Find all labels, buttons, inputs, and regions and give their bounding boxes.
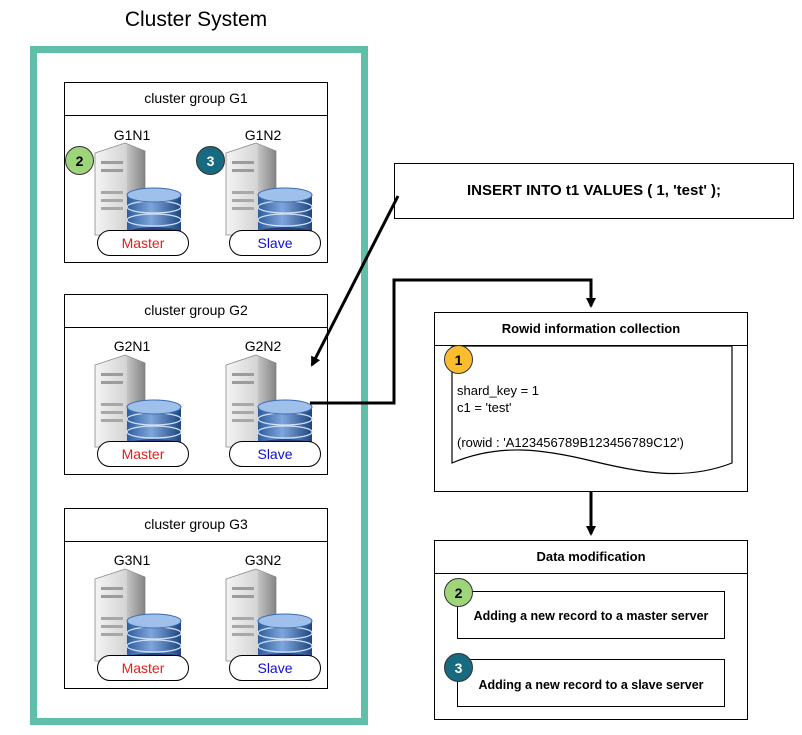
slave-role-pill: Slave [229, 441, 321, 467]
g2n2-to-rowid-arrow [310, 278, 596, 405]
slave-role-pill: Slave [229, 230, 321, 256]
slave-role-pill: Slave [229, 655, 321, 681]
master-role-pill: Master [97, 230, 189, 256]
node-label: G2N2 [244, 338, 282, 354]
data-modification-panel: Data modification Adding a new record to… [434, 540, 748, 720]
shard-key-line: shard_key = 1 [457, 383, 540, 398]
cluster-group-g2: cluster group G2 G2N1 G2N2 Master Slave [64, 294, 328, 475]
master-step-box: Adding a new record to a master server [457, 591, 725, 639]
document-shape [451, 345, 733, 475]
step-3-badge: 3 [444, 653, 473, 682]
sql-statement-box: INSERT INTO t1 VALUES ( 1, 'test' ); [394, 163, 794, 219]
rowid-line: (rowid : 'A123456789B123456789C12') [457, 435, 684, 450]
step-2-badge: 2 [444, 578, 473, 607]
master-role-pill: Master [97, 441, 189, 467]
step-1-badge: 1 [444, 345, 473, 374]
diagram-title: Cluster System [124, 8, 268, 31]
step-3-badge: 3 [196, 146, 225, 175]
node-label: G1N2 [244, 127, 282, 143]
master-role-pill: Master [97, 655, 189, 681]
node-label: G1N1 [113, 127, 151, 143]
data-panel-title: Data modification [435, 541, 747, 574]
sql-to-g2n2-arrow [310, 195, 400, 367]
cluster-group-g3: cluster group G3 G3N1 G3N2 Master Slave [64, 508, 328, 689]
rowid-panel: Rowid information collection 1 shard_key… [434, 312, 748, 492]
node-label: G3N2 [244, 552, 282, 568]
column-value-line: c1 = 'test' [457, 400, 512, 415]
node-label: G3N1 [113, 552, 151, 568]
cluster-group-g1: cluster group G1 G1N1 G1N2 Master Slave … [64, 82, 328, 263]
step-2-badge: 2 [65, 146, 94, 175]
group-title: cluster group G2 [65, 295, 327, 328]
group-title: cluster group G1 [65, 83, 327, 116]
node-label: G2N1 [113, 338, 151, 354]
slave-step-box: Adding a new record to a slave server [457, 659, 725, 707]
group-title: cluster group G3 [65, 509, 327, 542]
cluster-system-frame [30, 46, 368, 725]
